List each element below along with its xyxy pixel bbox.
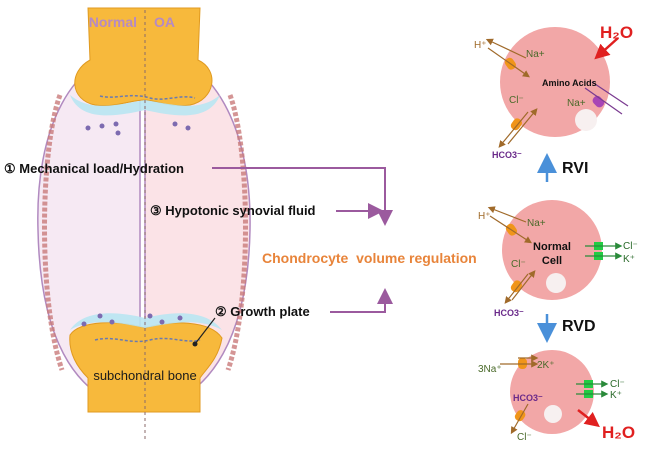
cell-normal-title-1: Normal bbox=[533, 241, 571, 253]
cell-rvi-na2: Na+ bbox=[567, 98, 586, 109]
cell-rvi-h: H⁺ bbox=[474, 40, 487, 51]
cell-rvd-h2o: H₂O bbox=[602, 423, 635, 442]
center-label: Chondrocyte volume regulation bbox=[262, 250, 477, 266]
cell-normal-na: Na+ bbox=[527, 218, 546, 229]
cell-normal-hco3: HCO3⁻ bbox=[494, 308, 524, 318]
label-oa: OA bbox=[154, 14, 175, 30]
cell-rvd-cl: Cl⁻ bbox=[517, 432, 532, 443]
factor-mechanical-load: ① Mechanical load/Hydration bbox=[4, 161, 184, 176]
cell-rvi-amino: Amino Acids bbox=[542, 78, 597, 88]
cell-rvi-h2o: H₂O bbox=[600, 23, 633, 42]
lower-cartilage bbox=[70, 313, 222, 330]
label-rvi: RVI bbox=[562, 160, 588, 177]
factor-growth-plate: ② Growth plate bbox=[215, 304, 310, 319]
cell-rvi-cl: Cl⁻ bbox=[509, 95, 524, 106]
cell-normal-cl: Cl⁻ bbox=[511, 259, 526, 270]
label-rvd: RVD bbox=[562, 318, 596, 335]
cell-normal-cl-out: Cl⁻ bbox=[623, 241, 638, 252]
cell-rvi bbox=[485, 27, 629, 148]
cell-rvd-3na: 3Na⁺ bbox=[478, 364, 502, 375]
cell-normal-title-2: Cell bbox=[542, 255, 562, 267]
upper-cartilage bbox=[70, 95, 220, 116]
label-normal: Normal bbox=[89, 14, 137, 30]
arrow-growth bbox=[330, 288, 393, 313]
cell-rvi-na1: Na+ bbox=[526, 49, 545, 60]
cell-normal bbox=[487, 200, 623, 304]
cell-rvd-cl-out: Cl⁻ bbox=[610, 379, 625, 390]
cell-rvi-hco3: HCO3⁻ bbox=[492, 150, 522, 160]
joint-illustration bbox=[37, 7, 251, 440]
label-subchondral-bone: subchondral bone bbox=[93, 368, 196, 383]
cell-normal-h: H⁺ bbox=[478, 211, 491, 222]
cell-rvd-2k: 2K⁺ bbox=[537, 360, 555, 371]
cell-rvd bbox=[500, 350, 609, 435]
arrow-mechanical bbox=[212, 167, 393, 226]
cell-normal-k-out: K⁺ bbox=[623, 254, 635, 265]
factor-hypotonic: ③ Hypotonic synovial fluid bbox=[150, 203, 316, 218]
cell-rvd-k-out: K⁺ bbox=[610, 390, 622, 401]
cell-rvd-hco3: HCO3⁻ bbox=[513, 393, 543, 403]
